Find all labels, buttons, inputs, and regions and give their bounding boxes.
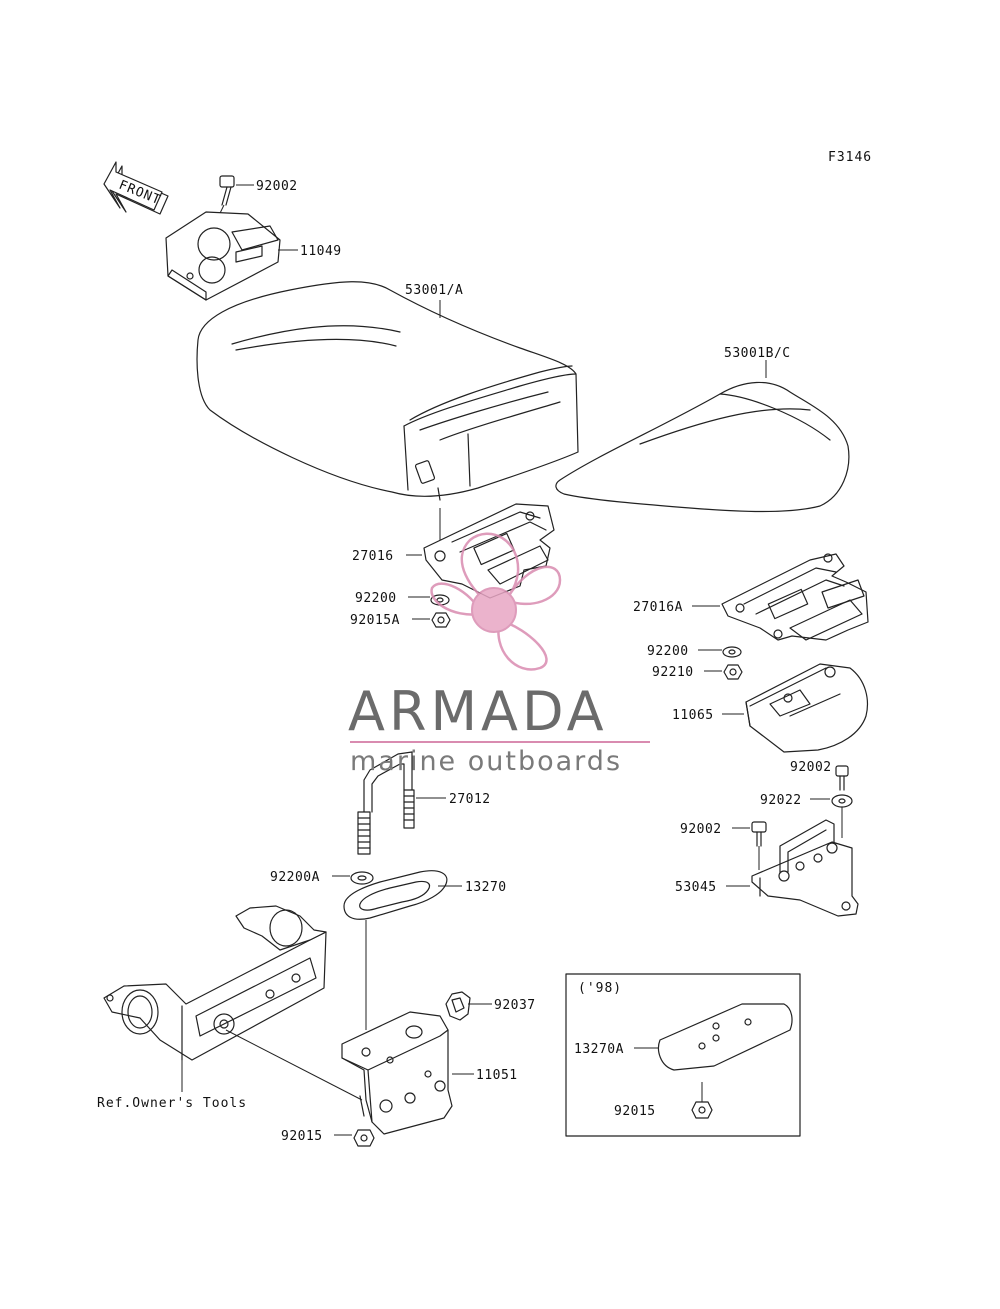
nut-92210	[723, 664, 743, 680]
label-ref-owners-tools: Ref.Owner's Tools	[97, 1096, 247, 1111]
bolt-92002-mid	[835, 765, 849, 791]
nut-92015-inset	[691, 1082, 713, 1119]
hinge-27016a	[721, 553, 869, 641]
label-11049: 11049	[300, 244, 342, 259]
pad-13270a	[657, 1003, 793, 1071]
bracket-11051	[341, 1011, 453, 1135]
label-11065: 11065	[672, 708, 714, 723]
washer-92022	[831, 794, 853, 838]
label-11051: 11051	[476, 1068, 518, 1083]
label-53045: 53045	[675, 880, 717, 895]
seat-53001a	[196, 281, 579, 501]
front-arrow-icon: FRONT	[103, 161, 169, 215]
figure-code: F3146	[828, 150, 872, 165]
label-53001bc: 53001B/C	[724, 346, 791, 361]
label-27016: 27016	[352, 549, 394, 564]
label-27016a: 27016A	[633, 600, 683, 615]
label-92037: 92037	[494, 998, 536, 1013]
bracket-11049	[165, 211, 281, 301]
ubolt-27012	[357, 751, 415, 855]
owners-tools-holder	[103, 905, 363, 1101]
bracket-53045	[751, 819, 859, 917]
label-92015-bottom: 92015	[281, 1129, 323, 1144]
label-13270: 13270	[465, 880, 507, 895]
hinge-27016	[423, 503, 555, 599]
label-13270a: 13270A	[574, 1042, 624, 1057]
label-92002-low: 92002	[680, 822, 722, 837]
label-92015a: 92015A	[350, 613, 400, 628]
washer-92200-a	[430, 594, 450, 606]
label-92002-top: 92002	[256, 179, 298, 194]
armada-watermark: ARMADA marine outboards	[348, 532, 650, 777]
bracket-11065	[745, 663, 869, 753]
washer-92200a	[350, 871, 374, 885]
pad-13270	[343, 870, 448, 1030]
watermark-title: ARMADA	[348, 680, 608, 743]
label-92022: 92022	[760, 793, 802, 808]
label-92015-inset: 92015	[614, 1104, 656, 1119]
washer-92200-b	[722, 646, 742, 658]
label-92200-b: 92200	[647, 644, 689, 659]
inset-98: ('98) 13270A 92015	[565, 973, 801, 1137]
seat-53001bc	[555, 360, 850, 513]
label-92210: 92210	[652, 665, 694, 680]
label-92002-mid: 92002	[790, 760, 832, 775]
label-92200-a: 92200	[355, 591, 397, 606]
label-53001a: 53001/A	[405, 283, 463, 298]
clip-92037	[445, 991, 471, 1021]
label-27012: 27012	[449, 792, 491, 807]
nut-92015-bottom	[353, 1129, 375, 1147]
nut-92015a	[431, 612, 451, 628]
bolt-92002-low	[751, 821, 767, 870]
label-92200a: 92200A	[270, 870, 320, 885]
watermark-subtitle: marine outboards	[350, 746, 622, 777]
propeller-logo-icon	[430, 532, 562, 671]
inset-year-label: ('98)	[578, 981, 622, 996]
